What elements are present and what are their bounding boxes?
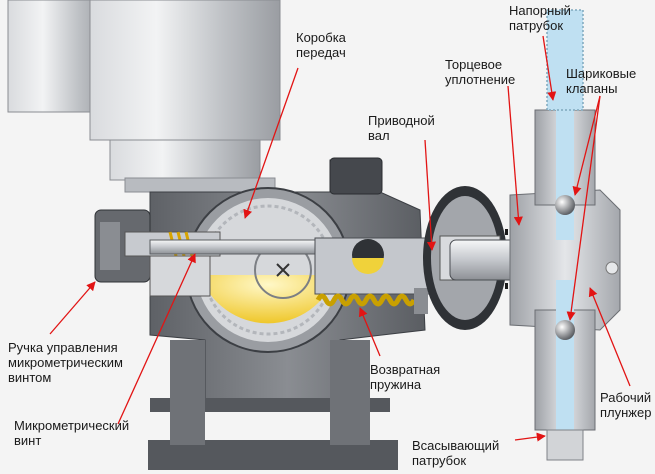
bearing-oil [352,258,384,274]
drive-train [149,237,461,314]
label-ball-valves-line2: клапаны [566,81,618,96]
motor [7,0,281,193]
label-face-seal: Торцевое уплотнение [445,57,515,87]
leader-discharge [542,35,557,101]
label-face-seal-line2: уплотнение [445,72,516,87]
leader-handle [49,281,96,335]
discharge-channel [556,100,574,240]
label-suction-line1: Всасывающий [412,438,500,453]
label-drive-shaft-line2: вал [368,128,390,143]
lower-ball-valve [555,320,575,340]
leader-suction [514,432,546,442]
label-gearbox-line1: Коробка [296,30,346,45]
label-handle-line1: Ручка управления [8,340,118,355]
casing-cap [329,157,383,195]
label-ball-valves-line1: Шариковые [566,66,637,81]
label-discharge-line1: Напорный [509,3,571,18]
discharge-fitting [546,9,584,111]
label-spring-line1: Возвратная [370,362,441,377]
spring-seat [414,288,428,314]
base-legs [170,340,370,445]
upper-ball-valve [555,195,575,215]
label-drive-shaft: Приводной вал [368,113,435,143]
leader-spring [358,307,381,357]
label-gearbox: Коробка передач [296,30,346,60]
label-handle-line3: винтом [8,370,52,385]
label-suction-fitting: Всасывающий патрубок [412,438,499,468]
leader-ball-valves [572,95,601,196]
oil-bath [200,275,336,324]
label-spring-line2: пружина [370,377,422,392]
handle-grip [100,222,120,270]
label-plunger-line2: плунжер [600,405,652,420]
pump-head [509,100,621,440]
label-handle-line2: микрометрическим [8,355,123,370]
leader-gearbox [243,67,299,219]
label-plunger: Рабочий плунжер [600,390,651,420]
label-gearbox-line2: передач [296,45,346,60]
label-face-seal-line1: Торцевое [445,57,503,72]
return-spring-coil [315,293,417,307]
label-return-spring: Возвратная пружина [370,362,440,392]
label-micrometer-screw: Микрометрический винт [14,418,129,448]
leader-micrometer [117,253,196,425]
label-micrometer-line1: Микрометрический [14,418,130,433]
label-discharge-fitting: Напорный патрубок [509,3,571,33]
motor-neck [109,139,261,181]
eccentric-block [149,255,211,297]
leader-drive-shaft [424,139,437,251]
leader-ball-valves-lower [566,95,601,321]
label-ball-valves: Шариковые клапаны [566,66,636,96]
suction-channel [556,280,574,440]
gearbox-cutaway [185,187,351,353]
label-discharge-line2: патрубок [509,18,564,33]
head-bolt [605,261,619,275]
leader-face-seal [507,85,523,226]
gear-hub-cross [276,263,290,277]
label-suction-line2: патрубок [412,453,467,468]
label-drive-shaft-line1: Приводной [368,113,435,128]
leader-lines [49,35,631,442]
motor-body [89,0,281,141]
label-micrometer-line2: винт [14,433,42,448]
leader-plunger [588,287,631,387]
label-handle: Ручка управления микрометрическим винтом [8,340,123,385]
suction-fitting [546,429,584,461]
label-plunger-line1: Рабочий [600,390,652,405]
